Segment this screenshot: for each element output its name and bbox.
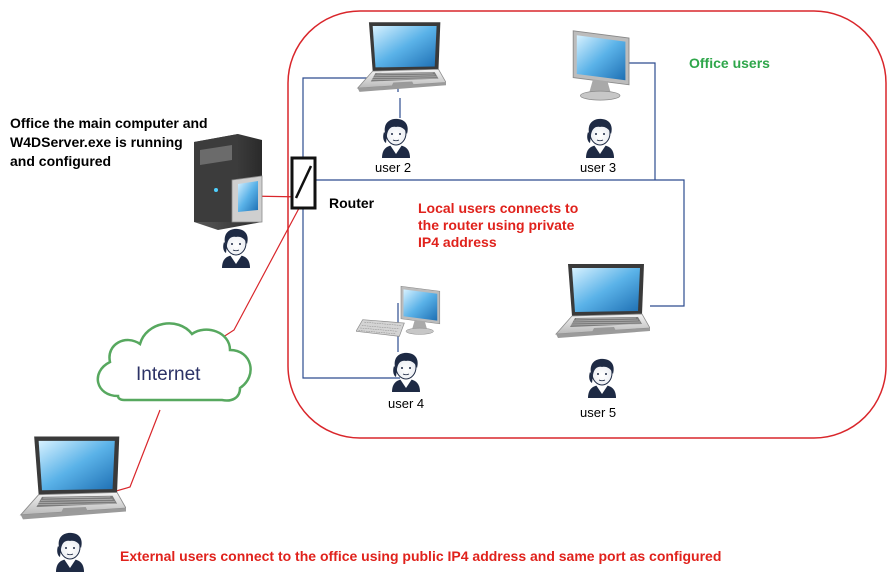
user-2-label: user 2 xyxy=(375,160,412,175)
main-computer-label-line: and configured xyxy=(10,153,112,169)
user-4-label: user 4 xyxy=(388,396,425,411)
local-users-note-line: the router using private xyxy=(418,217,575,233)
user-5-label: user 5 xyxy=(580,405,617,420)
cloud-icon xyxy=(96,322,252,402)
laptop-icon xyxy=(555,263,650,339)
internet-label: Internet xyxy=(136,364,201,385)
user-3-label: user 3 xyxy=(580,160,617,175)
main-computer-label-line: Office the main computer and xyxy=(10,115,208,131)
person-avatar-icon xyxy=(587,358,617,398)
local-users-note-line: IP4 address xyxy=(418,234,497,250)
internet-cloud xyxy=(96,322,252,402)
person-avatar-icon xyxy=(391,352,421,392)
keyboard-icon xyxy=(356,319,405,337)
laptop-icon xyxy=(20,435,126,520)
router-label: Router xyxy=(329,195,375,211)
person-avatar-icon xyxy=(221,228,251,268)
desktop-monitor-icon xyxy=(572,30,630,101)
main-computer-label: Office the main computer and W4DServer.e… xyxy=(10,114,208,171)
main-computer-label-line: W4DServer.exe is running xyxy=(10,134,183,150)
laptop-icon xyxy=(357,21,446,93)
external-users-note: External users connect to the office usi… xyxy=(120,548,722,564)
person-avatar-icon xyxy=(55,532,85,572)
office-users-label: Office users xyxy=(689,55,770,71)
desktop-monitor-icon xyxy=(400,285,441,335)
person-avatar-icon xyxy=(585,118,615,158)
router-icon xyxy=(290,156,317,210)
office-boundary xyxy=(287,10,887,439)
local-users-note-line: Local users connects to xyxy=(418,200,579,216)
person-avatar-icon xyxy=(381,118,411,158)
server-tower-icon xyxy=(194,134,263,230)
local-users-note: Local users connects to the router using… xyxy=(418,200,578,251)
